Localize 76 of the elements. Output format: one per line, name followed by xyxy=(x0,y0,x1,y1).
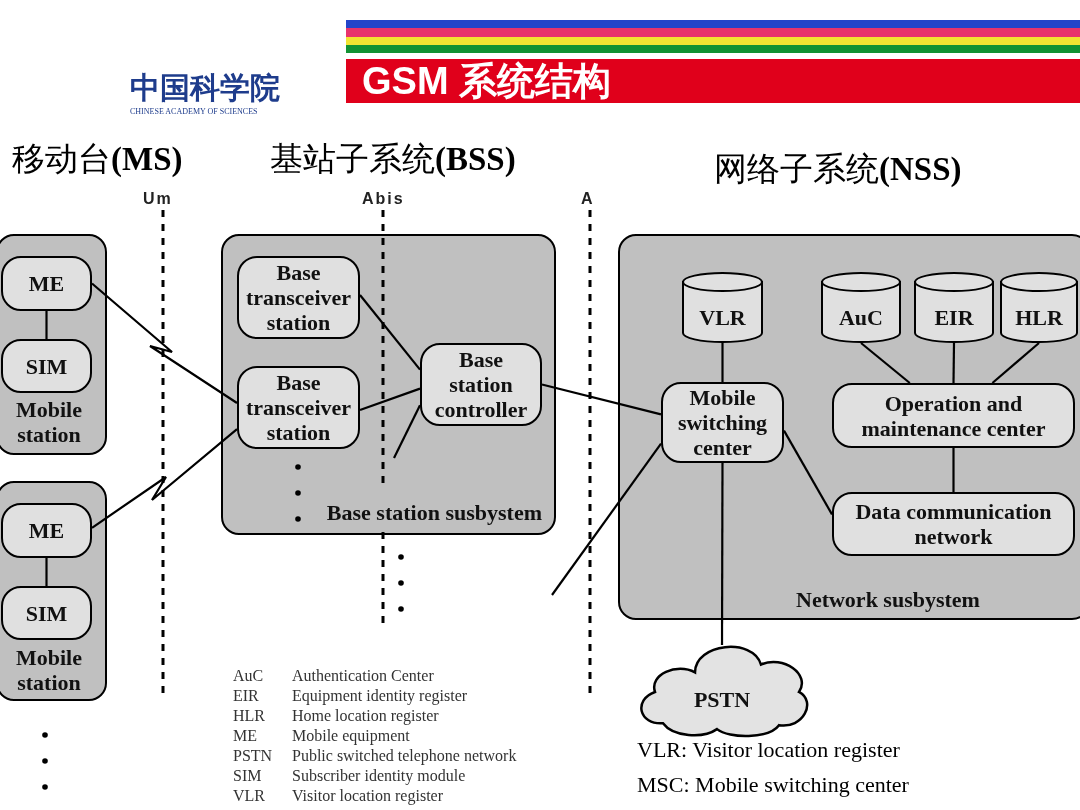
abbreviation-definition: Public switched telephone network xyxy=(292,746,517,766)
cylinder-label: AuC xyxy=(839,305,883,330)
connector-line xyxy=(393,404,421,459)
panel-label: Network susbystem xyxy=(796,587,980,612)
cloud-label: PSTN xyxy=(693,687,751,712)
database-cylinder xyxy=(821,272,901,343)
panel-label: Base station susbystem xyxy=(326,500,542,525)
box-label: SIM xyxy=(25,600,68,626)
abbreviation-definition: Visitor location register xyxy=(292,786,444,806)
rounded-box xyxy=(661,382,784,463)
box-label: SIM xyxy=(25,353,68,379)
box-label: ME xyxy=(28,518,65,543)
rounded-box xyxy=(420,343,542,426)
connector-line xyxy=(952,448,955,492)
abbreviation: ME xyxy=(233,726,258,746)
interface-label: A xyxy=(581,190,595,208)
connector-line xyxy=(551,442,662,596)
abbreviation-note: VLR: Visitor location register xyxy=(637,737,900,763)
connector-line xyxy=(45,558,48,586)
connector-line xyxy=(45,311,48,339)
abbreviation-definition: Authentication Center xyxy=(292,666,435,686)
abbreviation-definition: Home location register xyxy=(292,706,440,726)
group-panel xyxy=(221,234,556,535)
abbreviation: AuC xyxy=(233,666,265,686)
connector-line xyxy=(991,342,1040,384)
connector-line xyxy=(359,387,421,412)
rounded-box xyxy=(1,256,92,311)
abbreviation-definition: Equipment identity register xyxy=(292,686,469,706)
group-panel xyxy=(618,234,1080,620)
section-heading: 移动台(MS) xyxy=(12,140,183,179)
interface-label: Abis xyxy=(362,190,405,208)
group-panel xyxy=(0,234,107,455)
group-panel xyxy=(0,481,107,701)
box-label: ME xyxy=(28,271,65,296)
connector-line xyxy=(359,294,421,371)
database-cylinder xyxy=(682,272,763,343)
abbreviation-note: MSC: Mobile switching center xyxy=(637,772,909,798)
abbreviation: VLR xyxy=(233,786,266,806)
rounded-box xyxy=(832,383,1075,448)
connector-line xyxy=(952,343,956,383)
panel-label: Mobile station xyxy=(15,397,83,447)
box-label: Data communication network xyxy=(854,499,1053,549)
panel-label: Mobile station xyxy=(15,645,83,695)
organization-name: 中国科学院 xyxy=(130,70,280,106)
title-text: GSM 系统结构 xyxy=(362,59,612,103)
box-label: Base transceiver station xyxy=(244,370,353,445)
abbreviation-definition: Mobile equipment xyxy=(292,726,411,746)
connector-line xyxy=(721,343,724,382)
connector-line xyxy=(720,463,724,645)
database-cylinder xyxy=(914,272,994,343)
interface-label: Um xyxy=(143,190,173,208)
abbreviation: HLR xyxy=(233,706,266,726)
abbreviation: SIM xyxy=(233,766,263,786)
cylinder-label: EIR xyxy=(934,305,974,330)
abbreviation: PSTN xyxy=(233,746,274,766)
rounded-box xyxy=(1,586,92,640)
cylinder-label: VLR xyxy=(699,305,746,330)
connector-line xyxy=(860,342,911,384)
rounded-box xyxy=(1,339,92,393)
abbreviation-definition: Subscriber identity module xyxy=(292,766,467,786)
box-label: Base station controller xyxy=(433,347,529,422)
cylinder-label: HLR xyxy=(1015,305,1063,330)
rounded-box xyxy=(237,366,360,449)
rounded-box xyxy=(1,503,92,558)
rounded-box xyxy=(832,492,1075,556)
organization-subtitle: CHINESE ACADEMY OF SCIENCES xyxy=(130,107,258,117)
connector-line xyxy=(541,383,662,416)
box-label: Operation and maintenance center xyxy=(860,390,1047,441)
box-label: Mobile switching center xyxy=(676,385,769,460)
connector-line xyxy=(783,430,833,515)
section-heading: 网络子系统(NSS) xyxy=(714,150,962,189)
section-heading: 基站子系统(BSS) xyxy=(270,140,516,179)
abbreviation: EIR xyxy=(233,686,260,706)
box-label: Base transceiver station xyxy=(244,260,353,335)
database-cylinder xyxy=(1000,272,1078,343)
rounded-box xyxy=(237,256,360,339)
